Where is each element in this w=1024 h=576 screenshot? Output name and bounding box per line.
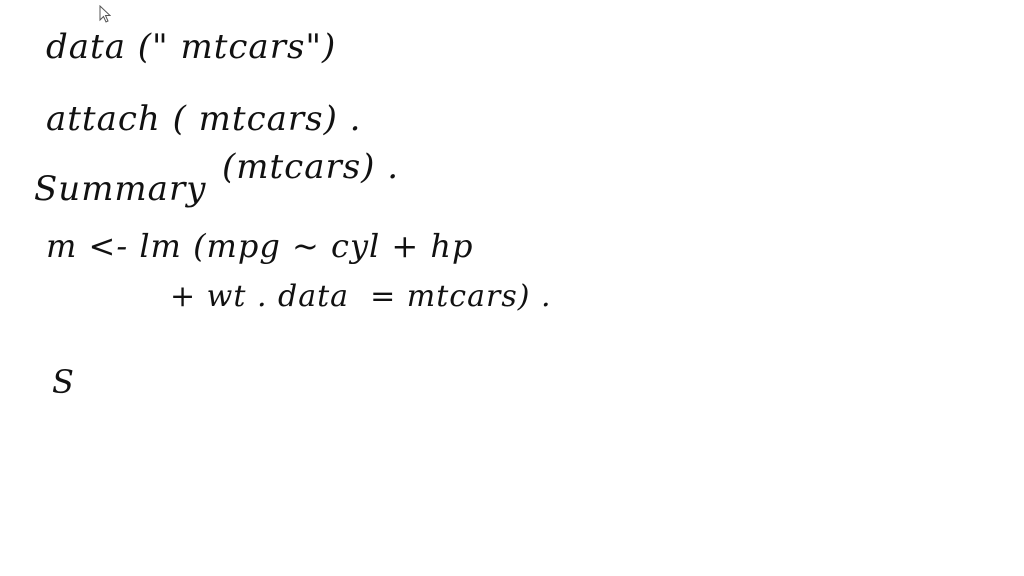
- handwritten-line-summary-arg: (mtcars) .: [222, 147, 400, 187]
- handwritten-line-attach: attach ( mtcars) .: [46, 99, 362, 139]
- handwritten-line-partial: S: [52, 363, 74, 401]
- handwritten-line-lm-model: m <- lm (mpg ~ cyl + hp: [46, 227, 474, 265]
- handwritten-line-lm-continuation: + wt . data = mtcars) .: [170, 279, 552, 314]
- handwritten-line-summary: Summary: [34, 169, 207, 209]
- mouse-cursor-icon: [99, 4, 112, 23]
- handwritten-line-data: data (" mtcars"): [46, 27, 337, 67]
